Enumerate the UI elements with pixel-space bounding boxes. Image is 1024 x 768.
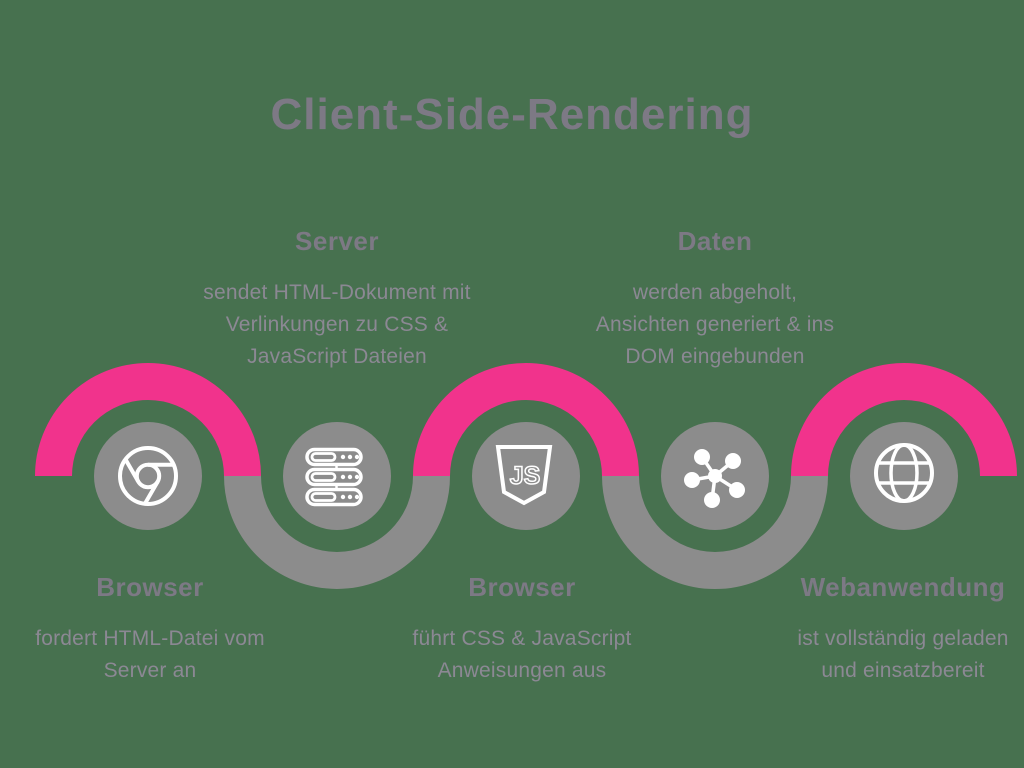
step-webanwendung-description: ist vollständig geladen und einsatzberei… [797,627,1009,682]
step-server-description: sendet HTML-Dokument mit Verlinkungen zu… [203,281,471,368]
step-circle-browser-1 [94,422,202,530]
server-rack-icon [305,447,363,507]
step-browser-1-description: fordert HTML-Datei vom Server an [35,627,265,682]
js-letters: JS [510,462,541,490]
step-server-label: Server [295,226,379,256]
data-nodes-icon [684,449,745,508]
wave-ribbon-gray [224,475,828,589]
step-browser-1-text: Browser fordert HTML-Datei vom Server an [0,572,320,687]
javascript-shield-icon: JS [495,445,553,506]
chrome-browser-icon [118,446,178,506]
page-title: Client-Side-Rendering [270,90,754,139]
step-daten-description: werden abgeholt, Ansichten generiert & i… [595,281,835,368]
step-browser-2-label: Browser [468,572,576,602]
step-webanwendung-text: Webanwendung ist vollständig geladen und… [733,572,1024,687]
step-daten-label: Daten [677,226,753,256]
step-circle-server [283,422,391,530]
globe-icon [874,443,934,503]
step-daten-text: Daten werden abgeholt, Ansichten generie… [545,226,885,373]
wave-ribbon-pink [35,363,1017,477]
step-circle-webanwendung [850,422,958,530]
step-browser-2-description: führt CSS & JavaScript Anweisungen aus [412,627,632,682]
step-browser-1-label: Browser [96,572,204,602]
step-webanwendung-label: Webanwendung [800,572,1006,602]
step-browser-2-text: Browser führt CSS & JavaScript Anweisung… [352,572,692,687]
step-server-text: Server sendet HTML-Dokument mit Verlinku… [167,226,507,373]
